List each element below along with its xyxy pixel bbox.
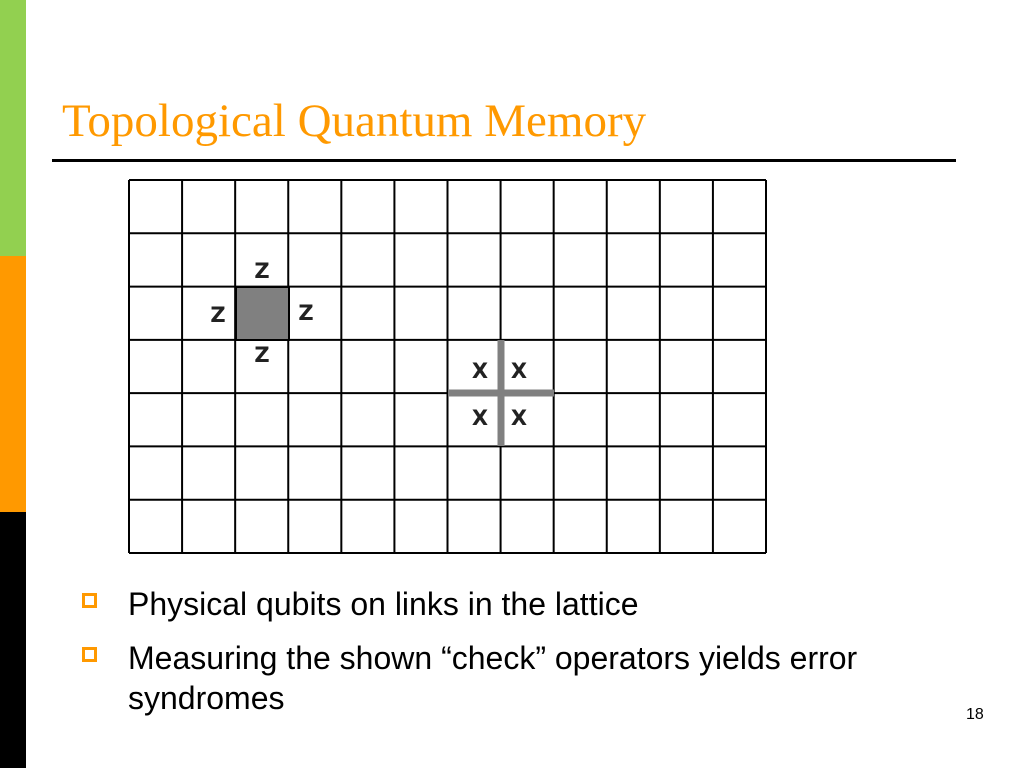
slide-title: Topological Quantum Memory (62, 95, 647, 147)
bullet-text: Physical qubits on links in the lattice (128, 586, 639, 622)
vertex-x-bottom-right: X (511, 406, 527, 430)
vertex-x-top-left: X (472, 359, 488, 383)
title-underline (52, 159, 956, 162)
plaquette-z-right: Z (298, 301, 313, 325)
bullet-item: Measuring the shown “check” operators yi… (78, 638, 958, 718)
plaquette-z-top: Z (254, 259, 269, 283)
bullet-list: Physical qubits on links in the lattice … (78, 584, 958, 732)
sidebar-accent (0, 0, 26, 768)
sidebar-orange-block (0, 256, 26, 512)
square-bullet-icon (82, 647, 97, 662)
lattice-grid (128, 179, 767, 554)
sidebar-black-block (0, 512, 26, 768)
bullet-text: Measuring the shown “check” operators yi… (128, 640, 858, 716)
page-number: 18 (966, 706, 984, 723)
square-bullet-icon (82, 593, 97, 608)
vertex-x-bottom-left: X (472, 406, 488, 430)
sidebar-green-block (0, 0, 26, 256)
bullet-item: Physical qubits on links in the lattice (78, 584, 958, 624)
plaquette-z-left: Z (210, 303, 225, 327)
vertex-x-top-right: X (511, 359, 527, 383)
plaquette-shaded-cell (235, 286, 290, 341)
plaquette-z-bottom: Z (254, 343, 269, 367)
